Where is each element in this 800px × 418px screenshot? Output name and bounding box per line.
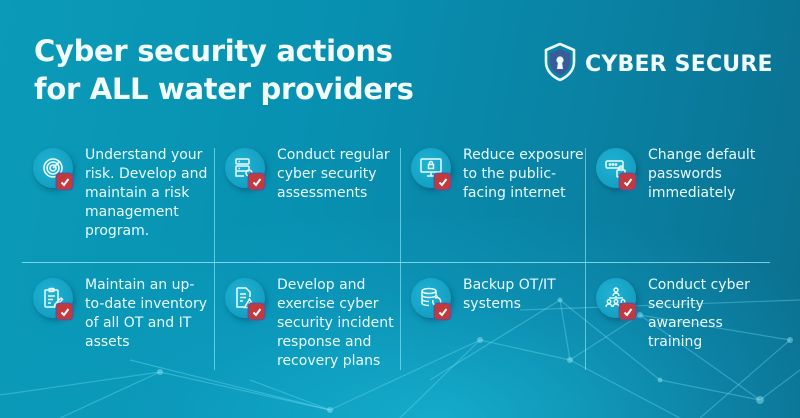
actions-grid: Understand your risk. Develop and mainta… xyxy=(22,140,770,380)
action-item-understand-risk: Understand your risk. Develop and mainta… xyxy=(22,140,209,262)
title-line-2: for ALL water providers xyxy=(34,72,414,106)
action-item-assessments: Conduct regular cyber security assessmen… xyxy=(214,140,401,262)
action-text: Understand your risk. Develop and mainta… xyxy=(85,147,208,239)
database-restore-icon xyxy=(411,278,451,318)
cyber-secure-logo: CYBER SECURE xyxy=(543,42,773,86)
action-text: Conduct cyber security awareness trainin… xyxy=(648,277,750,350)
action-text: Maintain an up-to-date inventory of all … xyxy=(85,277,208,350)
radar-icon xyxy=(33,148,73,188)
action-item-change-passwords: Change default passwords immediately xyxy=(585,140,772,262)
shield-keyhole-icon xyxy=(543,42,577,86)
checkmark-icon xyxy=(57,174,72,189)
action-item-awareness-training: Conduct cyber security awareness trainin… xyxy=(585,270,772,392)
action-item-reduce-exposure: Reduce exposure to the public-facing int… xyxy=(400,140,587,262)
title-line-1: Cyber security actions xyxy=(34,34,393,68)
checkmark-icon xyxy=(249,174,264,189)
checkmark-icon xyxy=(435,174,450,189)
action-text: Backup OT/IT systems xyxy=(463,277,556,312)
action-text: Reduce exposure to the public-facing int… xyxy=(463,147,584,201)
column-divider xyxy=(400,148,401,370)
action-text: Change default passwords immediately xyxy=(648,147,756,201)
checkmark-icon xyxy=(620,174,635,189)
action-text: Conduct regular cyber security assessmen… xyxy=(277,147,390,201)
page-title: Cyber security actions for ALL water pro… xyxy=(34,32,414,108)
column-divider xyxy=(585,148,586,370)
column-divider xyxy=(214,148,215,370)
action-text: Develop and exercise cyber security inci… xyxy=(277,277,394,369)
checkmark-icon xyxy=(249,304,264,319)
action-item-backup-systems: Backup OT/IT systems xyxy=(400,270,587,392)
checkmark-icon xyxy=(620,304,635,319)
action-item-incident-response: Develop and exercise cyber security inci… xyxy=(214,270,401,392)
checkmark-icon xyxy=(435,304,450,319)
action-item-asset-inventory: Maintain an up-to-date inventory of all … xyxy=(22,270,209,392)
logo-text: CYBER SECURE xyxy=(585,51,773,77)
checkmark-icon xyxy=(57,304,72,319)
row-divider xyxy=(22,262,770,263)
